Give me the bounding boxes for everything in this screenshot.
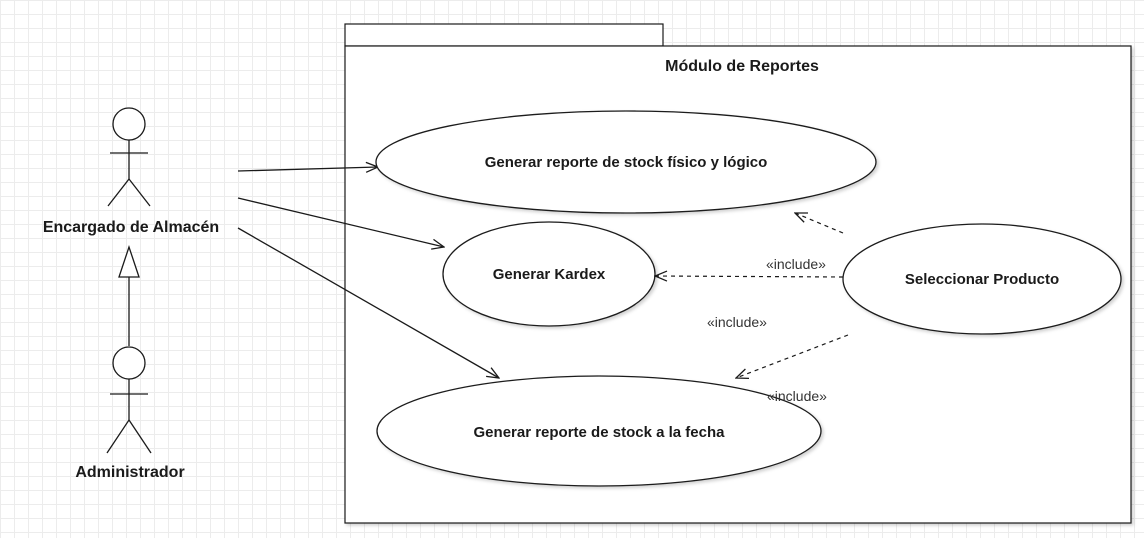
include-dependencies — [655, 213, 849, 378]
use-case-stock-fecha[interactable]: Generar reporte de stock a la fecha — [376, 375, 822, 487]
use-case-label: Generar reporte de stock físico y lógico — [485, 154, 768, 171]
actor-encargado[interactable] — [107, 107, 151, 207]
include-label-kardex: «include» — [766, 256, 826, 272]
actor-encargado-label: Encargado de Almacén — [43, 219, 219, 236]
use-case-stock-fisico[interactable]: Generar reporte de stock físico y lógico — [375, 110, 877, 214]
generalization-arrow[interactable] — [118, 244, 140, 346]
hollow-triangle-icon — [118, 244, 140, 278]
actor-administrador-label: Administrador — [75, 464, 184, 481]
actor-head — [112, 346, 146, 380]
association-stock-fisico[interactable] — [237, 167, 378, 171]
include-label-middle: «include» — [707, 314, 767, 330]
associations — [237, 167, 499, 378]
association-stock-fecha[interactable] — [237, 227, 499, 378]
use-case-label: Generar Kardex — [493, 266, 606, 283]
package-title: Módulo de Reportes — [665, 58, 819, 75]
actor-administrador[interactable] — [106, 346, 152, 454]
use-case-seleccionar[interactable]: Seleccionar Producto — [842, 223, 1122, 335]
package-tab — [344, 23, 664, 47]
actor-head — [112, 107, 146, 141]
include-to-stock-fisico[interactable] — [795, 213, 844, 234]
association-kardex[interactable] — [237, 197, 444, 247]
use-case-kardex[interactable]: Generar Kardex — [442, 221, 656, 327]
include-label-stock-fecha: «include» — [767, 388, 827, 404]
include-to-stock-fecha[interactable] — [736, 334, 849, 378]
use-case-label: Seleccionar Producto — [905, 271, 1059, 288]
use-case-label: Generar reporte de stock a la fecha — [474, 424, 726, 441]
